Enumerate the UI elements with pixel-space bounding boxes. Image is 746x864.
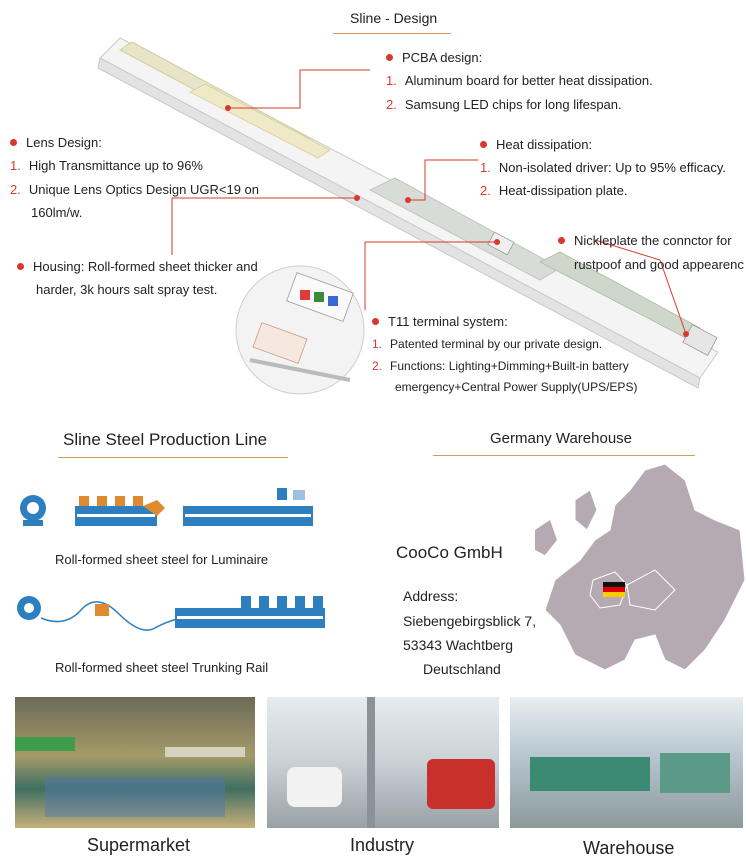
nickle-line-1: Nickleplate the connctor for — [558, 233, 732, 248]
pcba-head-text: PCBA design: — [402, 50, 483, 65]
t11-item-1: 1. Patented terminal by our private desig… — [372, 337, 602, 351]
photo-label-supermarket: Supermarket — [87, 835, 191, 855]
photo-industry — [267, 697, 499, 828]
address-street: Siebengebirgsblick 7, — [403, 613, 537, 629]
housing-text: Housing: Roll-formed sheet thicker and — [33, 259, 258, 274]
lens-item-text: High Transmittance up to 96% — [28, 158, 203, 173]
luminaire-diagram — [97, 37, 719, 395]
heat-head-text: Heat dissipation: — [496, 137, 593, 152]
lens-item-1: 1. High Transmittance up to 96% — [10, 158, 203, 173]
title-underline — [333, 33, 451, 34]
housing-line-1: Housing: Roll-formed sheet thicker and — [17, 259, 258, 274]
address-country: Deutschland — [423, 661, 501, 677]
bullet-dot — [10, 139, 17, 146]
t11-heading: T11 terminal system: — [372, 314, 508, 329]
photo-label-industry: Industry — [350, 835, 415, 855]
t11-item-text: Functions: Lighting+Dimming+Built-in bat… — [390, 359, 629, 373]
address-city: 53343 Wachtberg — [403, 637, 513, 653]
lens-item-text: Unique Lens Optics Design UGR<19 on — [28, 182, 259, 197]
company-name: CooCo GmbH — [396, 543, 503, 562]
nickle-text: Nickleplate the connctor for — [574, 233, 732, 248]
t11-item-text: Patented terminal by our private design. — [390, 337, 603, 351]
production-underline — [58, 457, 288, 458]
photo-warehouse — [510, 697, 743, 828]
bullet-dot — [558, 237, 565, 244]
list-number: 2. — [10, 182, 21, 197]
europe-map — [535, 463, 746, 671]
t11-item-2-cont: emergency+Central Power Supply(UPS/EPS) — [395, 380, 638, 394]
heat-item-2: 2. Heat-dissipation plate. — [480, 183, 627, 198]
caption-trunking: Roll-formed sheet steel Trunking Rail — [55, 660, 269, 675]
bullet-dot — [372, 318, 379, 325]
list-number: 1. — [10, 158, 21, 173]
photo-label-warehouse: Warehouse — [583, 838, 675, 858]
production-title: Sline Steel Production Line — [63, 430, 268, 449]
lens-item-2: 2. Unique Lens Optics Design UGR<19 on — [10, 182, 259, 197]
list-number: 2. — [372, 359, 383, 373]
pcba-item-text: Samsung LED chips for long lifespan. — [404, 97, 622, 112]
bullet-dot — [17, 263, 24, 270]
heat-item-text: Heat-dissipation plate. — [498, 183, 628, 198]
pcba-item-2: 2. Samsung LED chips for long lifespan. — [386, 97, 622, 112]
heat-heading: Heat dissipation: — [480, 137, 592, 152]
photo-supermarket — [15, 697, 255, 828]
bullet-dot — [386, 54, 393, 61]
page-title: Sline - Design — [350, 10, 438, 26]
address-label: Address: — [403, 588, 459, 604]
nickle-line-2: rustpoof and good appearenc — [574, 257, 744, 272]
caption-luminaire: Roll-formed sheet steel for Luminaire — [55, 552, 269, 567]
germany-flag — [603, 582, 625, 597]
t11-head-text: T11 terminal system: — [388, 314, 508, 329]
lens-head-text: Lens Design: — [26, 135, 102, 150]
t11-item-2: 2. Functions: Lighting+Dimming+Built-in b… — [372, 359, 629, 373]
heat-item-text: Non-isolated driver: Up to 95% efficacy. — [498, 160, 726, 175]
pcba-item-1: 1. Aluminum board for better heat dissipa… — [386, 73, 653, 88]
list-number: 1. — [480, 160, 491, 175]
bullet-dot — [480, 141, 487, 148]
lens-heading: Lens Design: — [10, 135, 102, 150]
heat-item-1: 1. Non-isolated driver: Up to 95% efficac… — [480, 160, 726, 175]
warehouse-underline — [433, 455, 695, 456]
list-number: 1. — [386, 73, 397, 88]
lens-item-2-cont: 160lm/w. — [31, 205, 83, 220]
housing-line-2: harder, 3k hours salt spray test. — [36, 282, 218, 297]
list-number: 1. — [372, 337, 383, 351]
warehouse-title: Germany Warehouse — [490, 430, 633, 447]
list-number: 2. — [386, 97, 397, 112]
pcba-heading: PCBA design: — [386, 50, 482, 65]
production-machines — [17, 488, 325, 631]
list-number: 2. — [480, 183, 491, 198]
pcba-item-text: Aluminum board for better heat dissipati… — [404, 73, 653, 88]
